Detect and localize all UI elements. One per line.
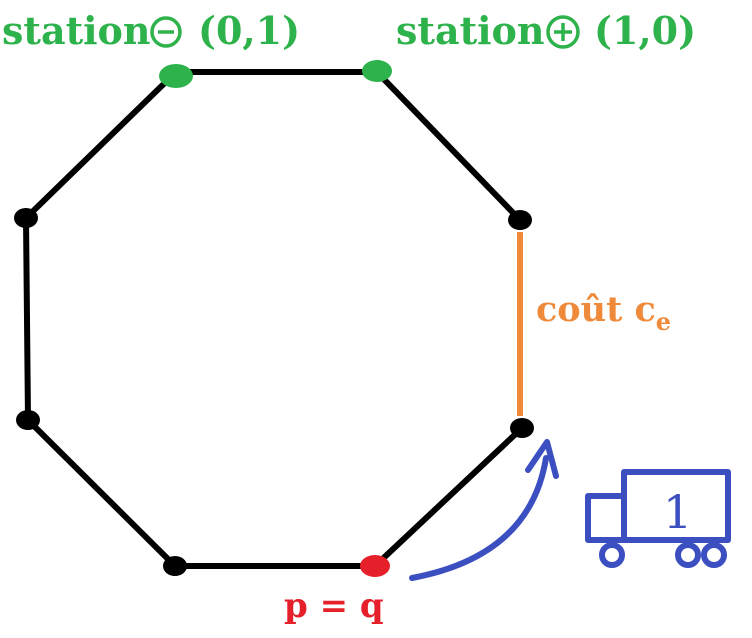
circled-minus-icon <box>150 16 182 48</box>
octagon-nodes <box>14 208 534 576</box>
curved-arrow-icon <box>409 439 559 581</box>
edge-bottom-right <box>372 425 525 569</box>
station-minus-word: station <box>2 8 151 53</box>
edge-bottom-left <box>25 417 178 569</box>
truck-cab <box>585 493 627 543</box>
edge-cost-text: coût c <box>536 289 656 330</box>
truck-wheel-rear-1 <box>675 542 701 568</box>
node-right-top <box>508 210 532 230</box>
node-bottom-left <box>163 556 187 576</box>
edge-left <box>23 215 31 423</box>
station-plus-coords: (1,0) <box>594 8 696 53</box>
station-minus-coords: (0,1) <box>198 8 300 53</box>
edge-cost-subscript: e <box>656 307 671 336</box>
vehicle-node <box>360 555 390 577</box>
node-left-bottom <box>16 410 40 430</box>
truck-wheel-front <box>599 542 625 568</box>
octagon-edges <box>23 69 525 569</box>
vehicle-label: p = q <box>284 586 384 626</box>
truck-number: 1 <box>663 485 692 539</box>
edge-top-right <box>374 69 523 223</box>
station-plus-word: station <box>396 8 545 53</box>
node-right-bottom <box>510 418 534 438</box>
circled-plus-icon <box>546 15 580 49</box>
truck-wheel-rear-2 <box>701 542 727 568</box>
node-left-top <box>14 208 38 228</box>
station-plus-node <box>362 60 392 82</box>
truck-icon <box>585 469 731 568</box>
station-minus-node <box>159 64 193 88</box>
edge-top-left <box>23 69 179 221</box>
edge-cost-label: coût ce <box>536 289 671 336</box>
